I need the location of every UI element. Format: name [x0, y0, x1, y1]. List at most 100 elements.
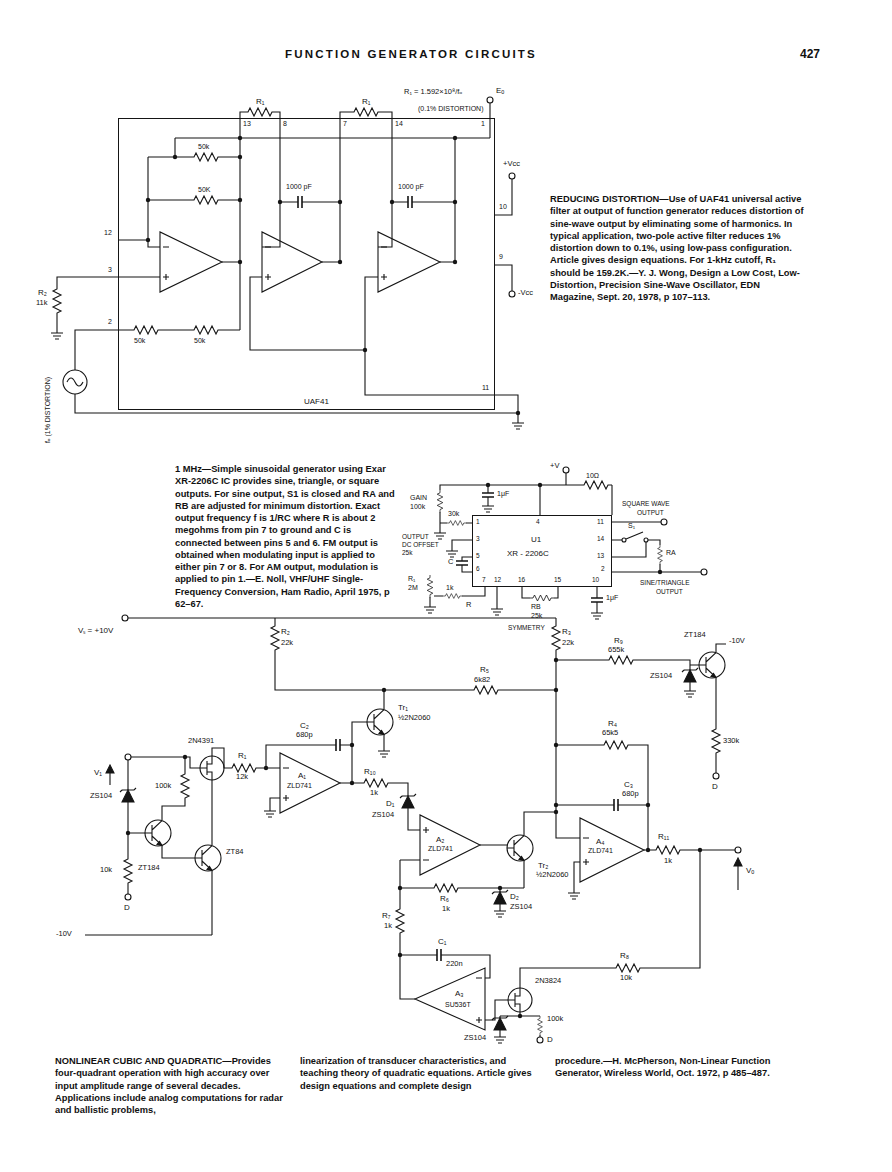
signal-label: Eₒ: [496, 86, 504, 95]
value-label: 680p: [622, 790, 639, 799]
terminal: [509, 291, 515, 297]
node-text: UAF41: [304, 397, 329, 406]
value-label: 10k: [620, 974, 632, 983]
pin-number: 4: [536, 518, 540, 525]
component-label: A₃: [455, 989, 464, 998]
pin-number: 6: [476, 565, 480, 572]
junction-dot: [338, 200, 342, 204]
zener-symbol: [492, 890, 508, 904]
pin-number: 1: [481, 120, 485, 128]
value-label: 12k: [236, 773, 248, 782]
pin-number: 13: [597, 552, 604, 559]
wire: [106, 765, 742, 866]
fet-symbol: [508, 988, 532, 1012]
signal-label: SQUARE WAVE: [622, 500, 670, 507]
signal-label: SINE/TRIANGLE: [640, 579, 689, 586]
junction-dot: [382, 688, 386, 692]
junction-dot: [453, 136, 457, 140]
zener-symbol: [120, 788, 136, 802]
component-label: R₁: [362, 97, 370, 106]
value-label: 11k: [36, 299, 48, 308]
junction-dot: [146, 238, 150, 242]
component-label: ZS104: [464, 1034, 486, 1043]
pin-number: 3: [108, 266, 112, 274]
junction-dot: [538, 483, 542, 487]
component-label: ZLD741: [287, 782, 312, 790]
pin-number: 14: [395, 120, 403, 128]
terminal: [563, 467, 569, 473]
caption: 1 MHz—Simple sinusoidal generator using …: [175, 463, 397, 610]
circle-symbol: [63, 370, 87, 394]
ground-symbol: [684, 688, 696, 697]
component-label: R: [466, 601, 471, 610]
value-label: 25k: [531, 612, 542, 620]
ground-symbol: [378, 748, 390, 757]
wire: [423, 827, 429, 860]
signal-label: D: [124, 903, 130, 912]
junction-dot: [146, 198, 150, 202]
value-label: 22k: [281, 639, 293, 648]
value-label: 10Ω: [586, 472, 599, 480]
junction-dot: [554, 810, 558, 814]
resistor-symbol: [658, 545, 663, 564]
resistor-symbol: [190, 196, 222, 204]
component-label: S₁: [628, 522, 635, 530]
wire: [163, 247, 387, 280]
component-label: R₉: [614, 636, 623, 645]
signal-label: Vₒ: [746, 866, 754, 875]
capacitor-symbol: [298, 196, 302, 208]
wire: [476, 978, 482, 1023]
signal-label: +Vcc: [503, 160, 520, 169]
signal-label: GAIN: [410, 494, 427, 502]
value-label: 10k: [100, 866, 112, 875]
component-label: RA: [666, 549, 676, 557]
resistor-symbol: [430, 884, 462, 892]
junction-dot: [126, 831, 130, 835]
resistor-symbol: [447, 521, 466, 526]
ground-symbol: [482, 503, 494, 512]
junction-dot: [398, 886, 402, 890]
junction-dot: [518, 1014, 522, 1018]
component-label: 2N3824: [535, 977, 561, 986]
transistor-symbol: [145, 820, 171, 846]
junction-dot: [183, 755, 187, 759]
pin-number: 2: [601, 565, 605, 572]
resistor-symbol: [124, 855, 132, 887]
capacitor-symbol: [456, 561, 468, 565]
terminal: [487, 97, 493, 103]
component-label: C₁: [438, 937, 446, 946]
signal-label: OUTPUT: [656, 588, 683, 595]
component-label: ZLD741: [588, 847, 613, 855]
value-label: 65k5: [602, 729, 618, 738]
value-label: 1k: [442, 905, 450, 914]
caption: linearization of transducer characterist…: [300, 1055, 543, 1092]
wire: [85, 618, 738, 1037]
component-label: Tr₁: [398, 703, 408, 712]
component-label: SU536T: [445, 1001, 471, 1009]
pin-number: 2: [108, 318, 112, 326]
xr2206-circuit: [424, 467, 707, 619]
resistor-symbol: [396, 905, 404, 937]
value-label: 2M: [408, 584, 418, 592]
resistor-symbol: [612, 964, 644, 972]
resistor-symbol: [580, 481, 612, 489]
transistor-symbol: [367, 709, 393, 735]
resistor-symbol: [712, 725, 720, 757]
resistor-symbol: [538, 1016, 543, 1035]
component-label: ZS104: [650, 672, 672, 681]
value-label: 50k: [194, 337, 205, 345]
ground-symbol: [494, 1034, 506, 1043]
junction-dot: [238, 198, 242, 202]
ground-symbol: [494, 908, 506, 917]
nonlinear-circuit: [85, 615, 742, 1043]
pin-number: 13: [243, 120, 251, 128]
component-label: Tr₂: [538, 861, 548, 870]
pin-number: 12: [494, 576, 501, 583]
transistor-symbol: [507, 835, 533, 861]
component-label: ZT184: [684, 631, 706, 640]
zener-symbol: [682, 668, 698, 682]
node-text: XR - 2206C: [507, 549, 549, 558]
ic-package: U1XR - 2206C: [472, 515, 612, 587]
resistor-symbol: [244, 108, 276, 116]
